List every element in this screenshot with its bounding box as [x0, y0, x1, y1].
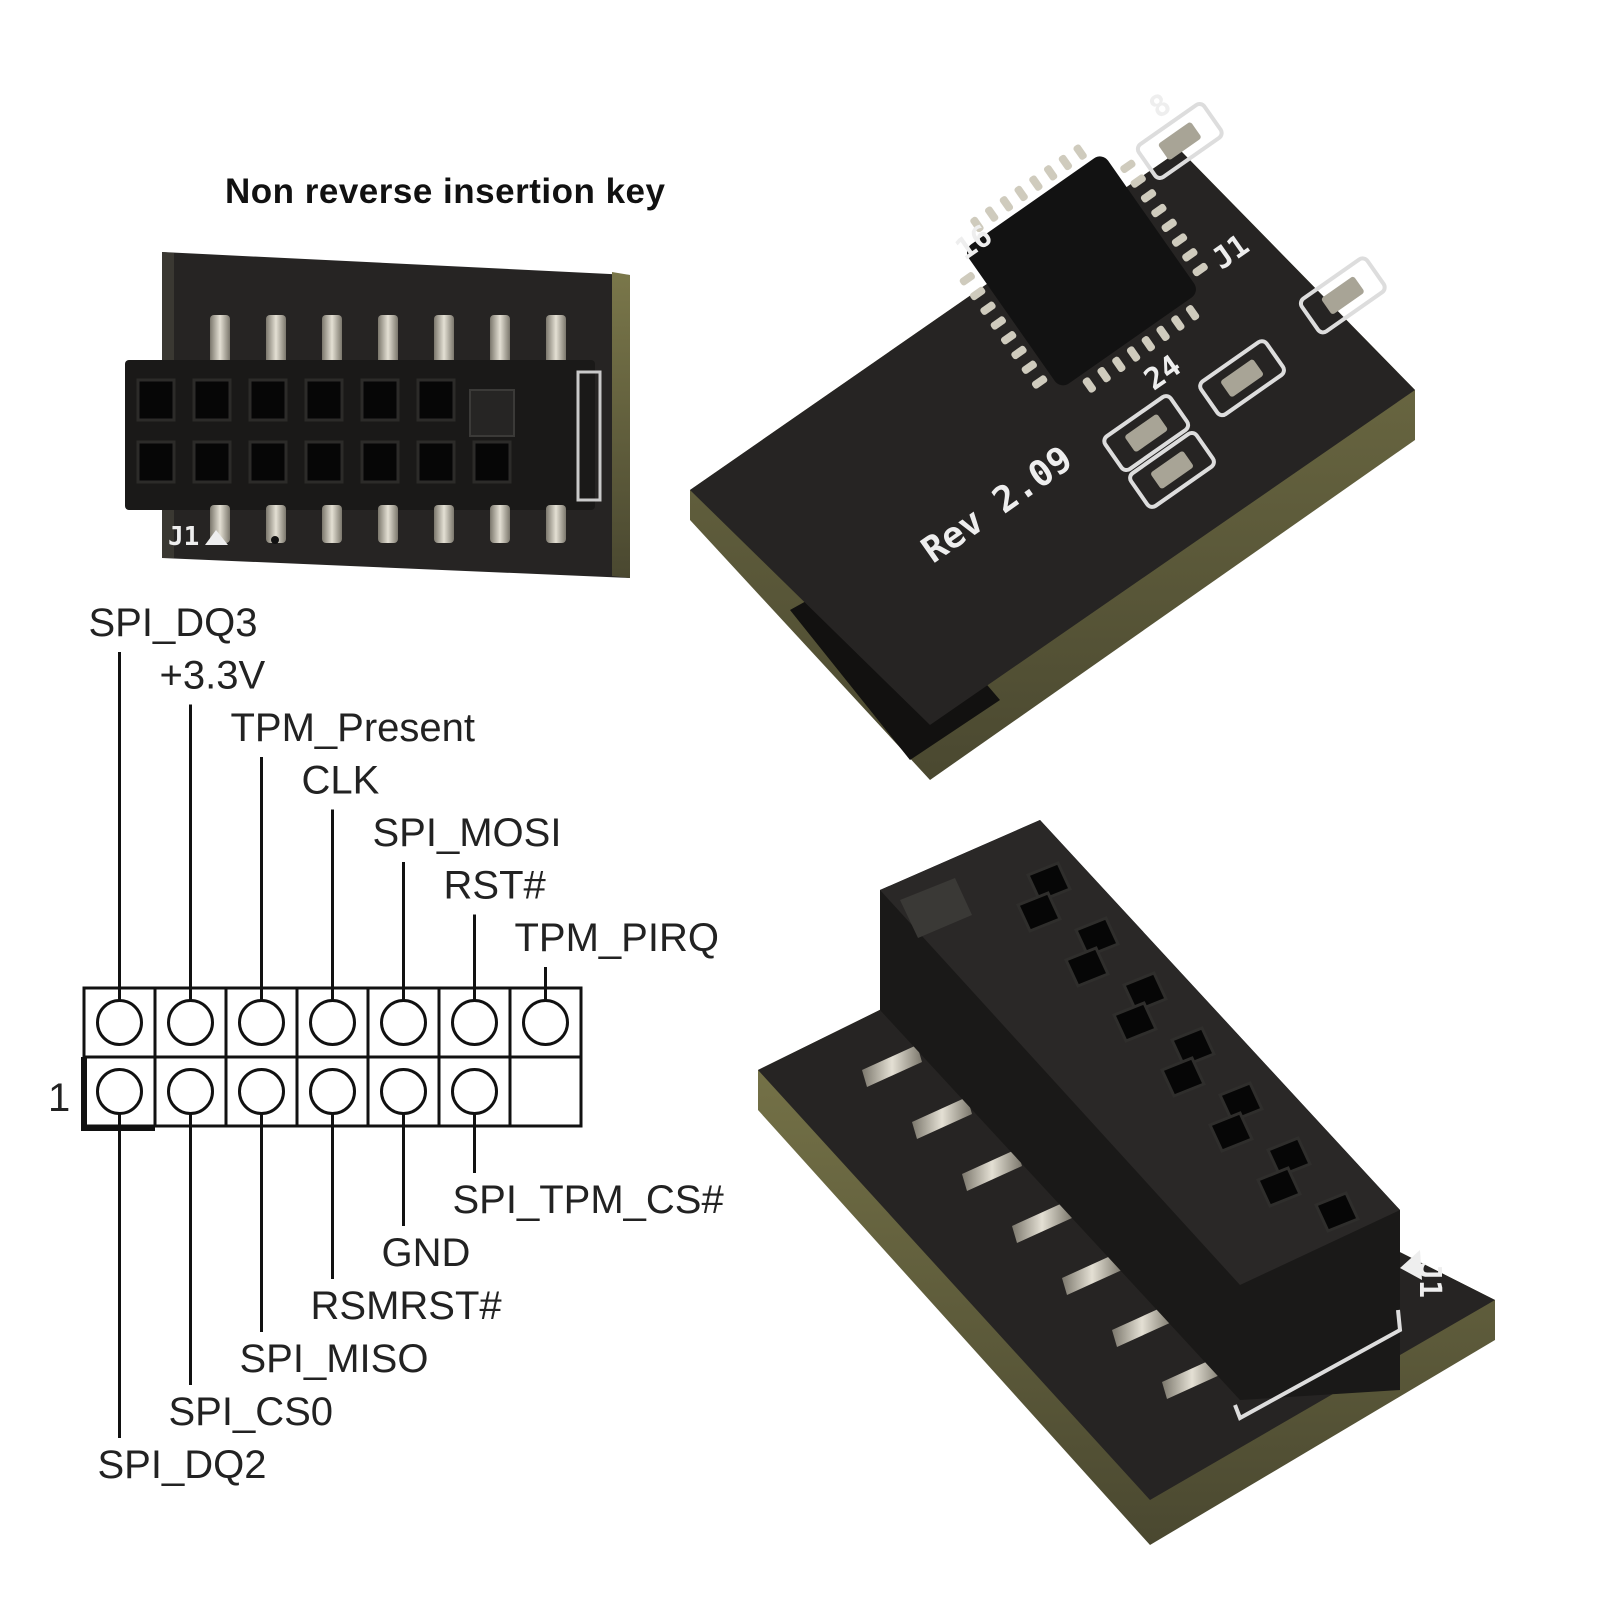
socket-hole [1121, 971, 1169, 1013]
socket-hole [192, 378, 232, 422]
photo-top-left-module: J1 [125, 252, 630, 578]
pin [862, 1045, 922, 1087]
header-holes [136, 378, 515, 484]
pin-circle [309, 1068, 356, 1115]
socket-hole [1063, 946, 1111, 988]
pin-circle [167, 999, 214, 1046]
socket-hole [1159, 1056, 1207, 1098]
pin [490, 505, 510, 543]
pin-circle [522, 999, 569, 1046]
pin [266, 315, 286, 367]
pin-label: SPI_CS0 [169, 1390, 334, 1434]
socket-hole [304, 440, 344, 484]
pin-label: GND [382, 1231, 471, 1275]
pin [546, 315, 566, 367]
pin-circle [238, 999, 285, 1046]
socket-hole [1313, 1191, 1361, 1233]
socket-hole [304, 378, 344, 422]
side-pin-row [862, 1045, 1222, 1399]
header-holes [1015, 861, 1361, 1233]
pin [962, 1149, 1022, 1191]
pin1-marker: 1 [48, 1076, 70, 1120]
pin-label: TPM_Present [231, 706, 476, 750]
silkscreen-j1: J1 [168, 522, 199, 552]
tpm-chip [967, 156, 1196, 386]
pin-label: +3.3V [160, 654, 266, 698]
socket-hole [136, 378, 176, 422]
socket-hole [360, 440, 400, 484]
pin [322, 315, 342, 367]
chip-pins [959, 144, 1208, 393]
pin [210, 315, 230, 367]
socket-hole [192, 440, 232, 484]
socket-hole [1265, 1136, 1313, 1178]
socket-hole [1169, 1026, 1217, 1068]
keying-block [900, 878, 972, 938]
pin-label: SPI_MISO [240, 1337, 429, 1381]
photo-top-right-board: Rev 2.09 16 8 24 J1 [690, 87, 1415, 780]
socket-hole [416, 378, 456, 422]
pin-circle [309, 999, 356, 1046]
socket-hole [416, 440, 456, 484]
pin-label: SPI_DQ3 [89, 601, 258, 645]
socket-hole [1111, 1001, 1159, 1043]
pin-label: SPI_MOSI [373, 811, 562, 855]
pin [490, 315, 510, 367]
pin-label: SPI_TPM_CS# [453, 1178, 725, 1222]
pin [378, 315, 398, 367]
socket-hole [1015, 891, 1063, 933]
pin-circle [238, 1068, 285, 1115]
pin [1012, 1201, 1072, 1243]
pin-circle [96, 1068, 143, 1115]
pin [1062, 1253, 1122, 1295]
socket-hole [1025, 861, 1073, 903]
socket-hole [136, 440, 176, 484]
socket-hole [248, 378, 288, 422]
keyed-hole [469, 389, 515, 437]
socket-hole [360, 378, 400, 422]
passive-components [1125, 122, 1364, 489]
pin-circle [96, 999, 143, 1046]
caption: Non reverse insertion key [225, 172, 666, 211]
socket-hole [1207, 1111, 1255, 1153]
pin [912, 1097, 972, 1139]
socket-hole [1255, 1166, 1303, 1208]
pin-circle [167, 1068, 214, 1115]
socket-hole [1217, 1081, 1265, 1123]
keying-outline [576, 370, 602, 502]
pin-label: RSMRST# [311, 1284, 503, 1328]
pin-leader-lines [118, 652, 547, 1438]
pin [322, 505, 342, 543]
pin [546, 505, 566, 543]
pin1-box [81, 1057, 155, 1131]
pin [1112, 1305, 1172, 1347]
pin-label: SPI_DQ2 [98, 1443, 267, 1487]
pin-circle [451, 999, 498, 1046]
pin [266, 505, 286, 543]
upper-pin-row [210, 315, 566, 367]
header-pin-grid [81, 986, 583, 1131]
pin [434, 505, 454, 543]
pin-circle [451, 1068, 498, 1115]
pin-label: RST# [444, 864, 547, 908]
socket-hole [472, 440, 512, 484]
pin1-triangle-mark [1400, 1250, 1422, 1280]
pin [1162, 1357, 1222, 1399]
passive-component-outlines [1102, 102, 1387, 509]
pin-circle [380, 999, 427, 1046]
pin1-triangle-mark [205, 530, 228, 545]
pin [378, 505, 398, 543]
pin-label: TPM_PIRQ [515, 916, 719, 960]
pin [434, 315, 454, 367]
socket-hole [248, 440, 288, 484]
photo-bottom-right-module: J1 [758, 820, 1495, 1545]
lower-pin-row [210, 505, 566, 543]
pin-label: CLK [302, 759, 380, 803]
pin-circle [380, 1068, 427, 1115]
socket-hole [1073, 916, 1121, 958]
